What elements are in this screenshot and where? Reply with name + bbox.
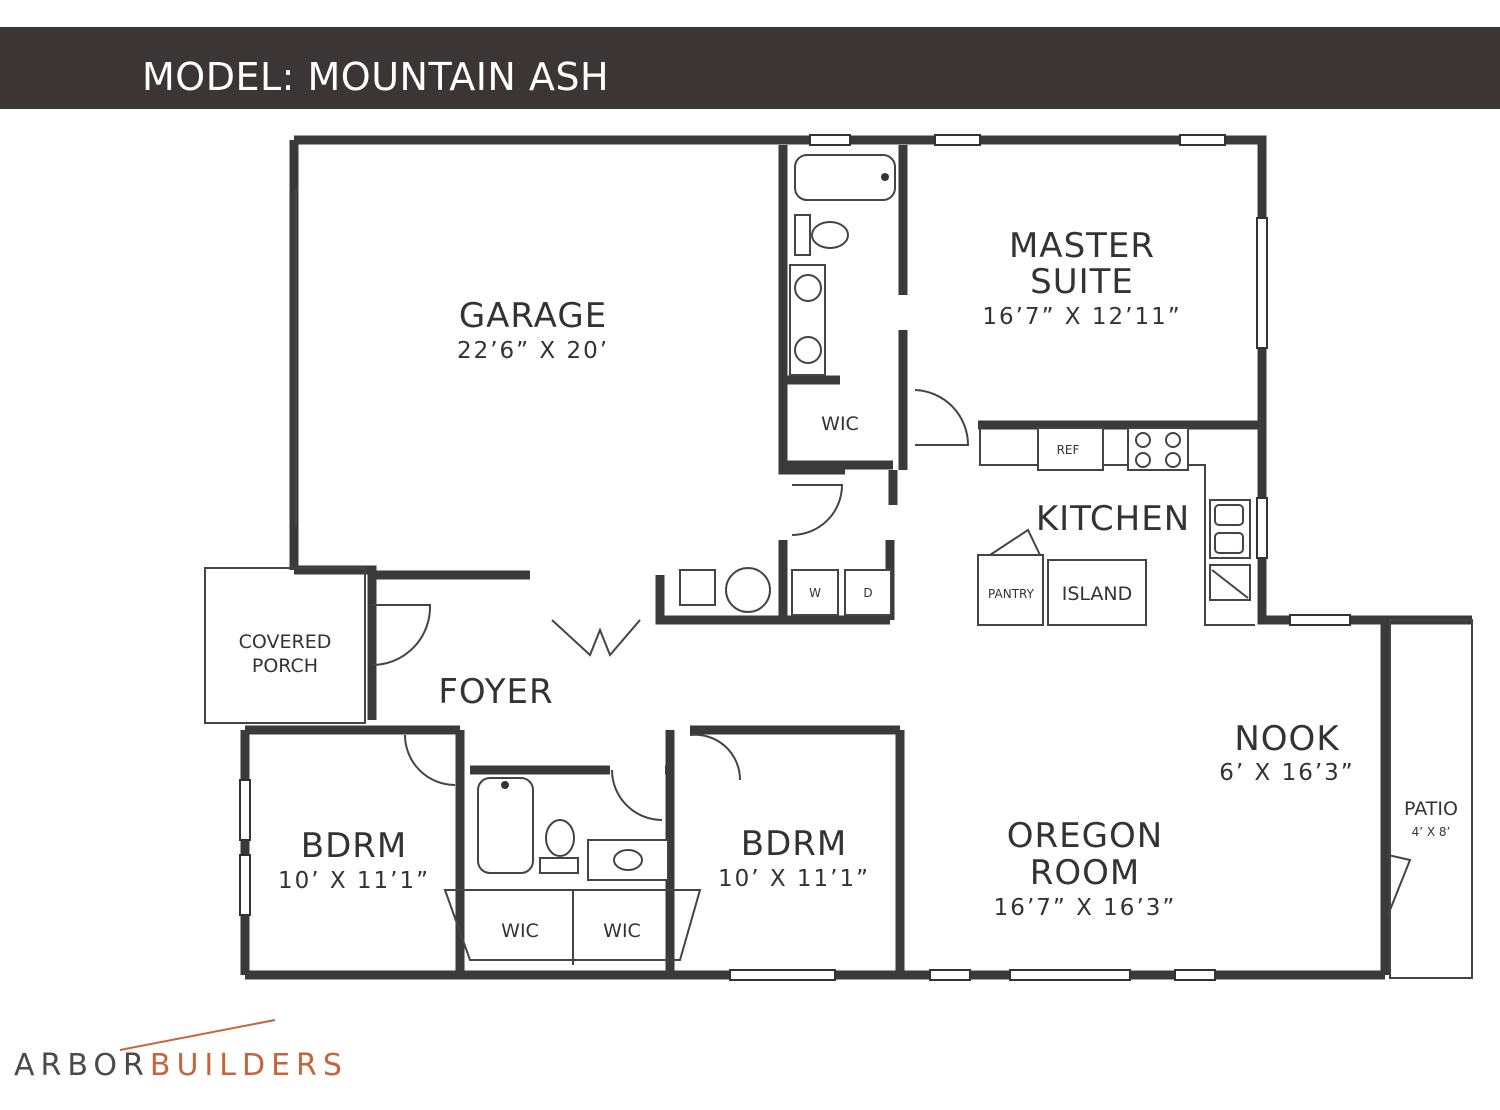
dryer-label: D [863, 586, 872, 600]
brand-part2: BUILDERS [149, 1048, 348, 1083]
foyer-label: FOYER [438, 672, 553, 712]
wic-right-label: WIC [603, 920, 641, 942]
bdrm-right-dims: 10’ X 11’1” [718, 866, 870, 892]
header-bar: MODEL: MOUNTAIN ASH [0, 27, 1500, 109]
washer-label: W [809, 586, 821, 600]
wic-left-label: WIC [501, 920, 539, 942]
bdrm-left-dims: 10’ X 11’1” [278, 868, 430, 894]
patio-dims: 4’ X 8’ [1412, 825, 1451, 839]
bdrm-left-label: BDRM [301, 826, 407, 866]
porch-label-2: PORCH [252, 655, 318, 677]
windows [239, 134, 1351, 981]
pantry-label: PANTRY [988, 587, 1035, 601]
exterior-walls [240, 135, 1472, 980]
master-dims: 16’7” X 12’11” [982, 304, 1181, 330]
interior-walls [372, 145, 1258, 975]
oregon-dims: 16’7” X 16’3” [994, 895, 1177, 921]
bdrm-right-label: BDRM [741, 824, 847, 864]
nook-label: NOOK [1234, 719, 1340, 759]
page-title: MODEL: MOUNTAIN ASH [142, 55, 610, 99]
wic-master-label: WIC [821, 413, 859, 435]
brand-part1: ARBOR [14, 1048, 150, 1083]
island-label: ISLAND [1062, 583, 1133, 605]
master-label-1: MASTER [1009, 226, 1155, 266]
master-label-2: SUITE [1030, 262, 1134, 302]
garage-label: GARAGE [459, 296, 607, 336]
porch-outline [204, 567, 366, 724]
oregon-label-2: ROOM [1030, 853, 1140, 893]
brand-logo: ARBORBUILDERS [14, 1048, 348, 1083]
porch-label-1: COVERED [239, 631, 332, 653]
room-labels: GARAGE 22’6” X 20’ MASTER SUITE 16’7” X … [239, 226, 1458, 942]
oregon-label-1: OREGON [1007, 816, 1163, 856]
fixtures [443, 154, 1255, 965]
ref-label: REF [1057, 443, 1080, 457]
kitchen-label: KITCHEN [1036, 499, 1190, 539]
garage-dims: 22’6” X 20’ [457, 338, 609, 364]
logo-roof [120, 1019, 276, 1051]
patio-outline [1389, 619, 1473, 979]
patio-label: PATIO [1404, 798, 1458, 820]
nook-dims: 6’ X 16’3” [1219, 760, 1354, 786]
doors [295, 190, 1412, 916]
